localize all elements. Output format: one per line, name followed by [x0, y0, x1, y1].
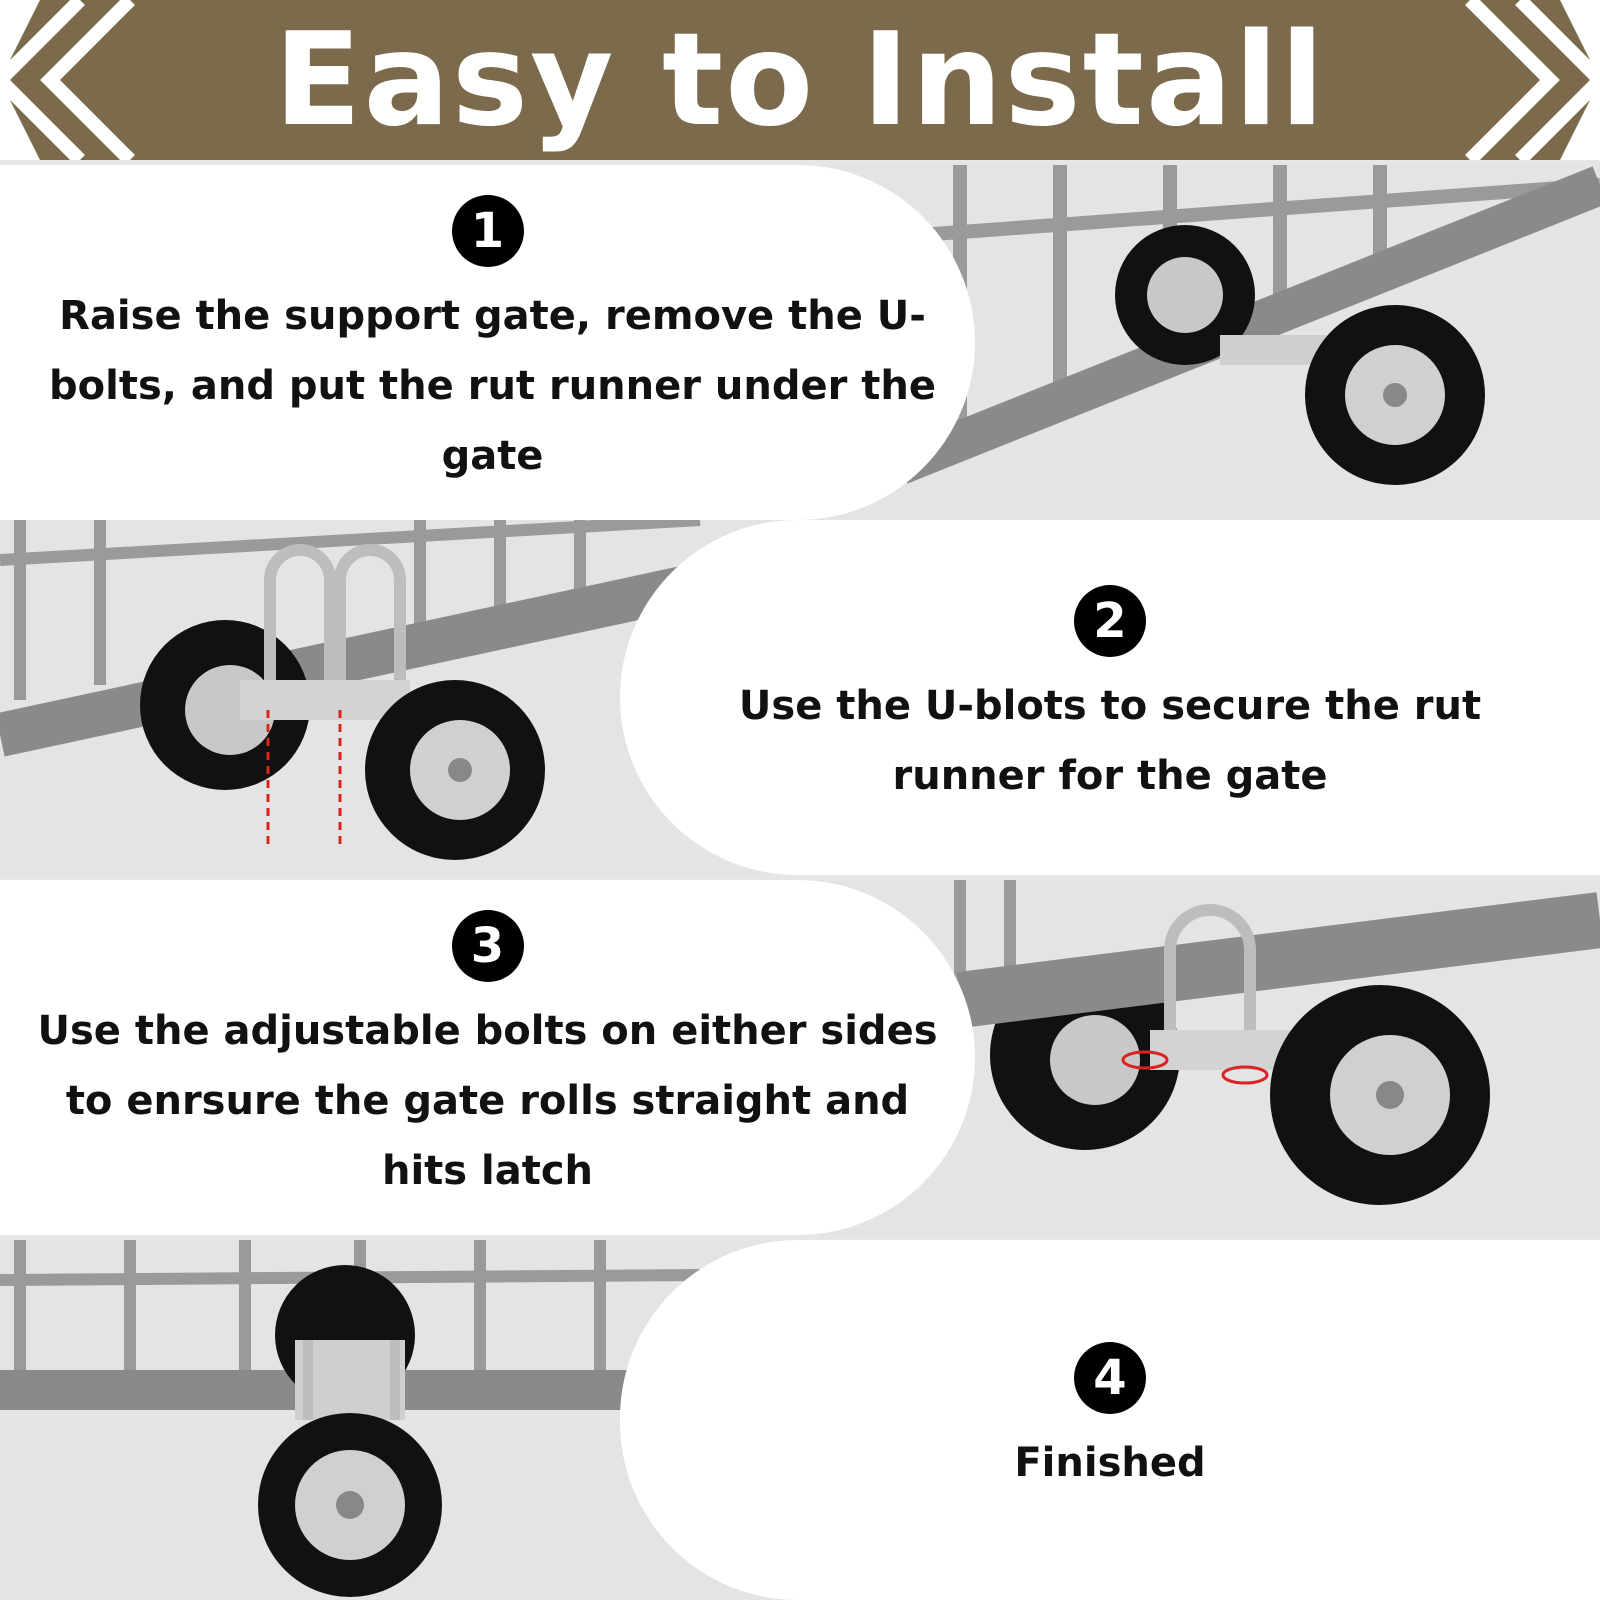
step-card-4: 4 Finished	[620, 1240, 1600, 1600]
step-number-badge: 4	[1074, 1342, 1146, 1414]
step-panel-2: 2 Use the U-blots to secure the rut runn…	[0, 520, 1600, 875]
finished-gate-illustration	[0, 1240, 701, 1597]
page-title: Easy to Install	[274, 5, 1326, 155]
step-panel-1: 1 Raise the support gate, remove the U-b…	[0, 165, 1600, 520]
step-card-1: 1 Raise the support gate, remove the U-b…	[0, 165, 975, 520]
title-banner: Easy to Install	[0, 0, 1600, 160]
step-instruction: Raise the support gate, remove the U-bol…	[49, 292, 936, 479]
banner-background	[0, 0, 1600, 160]
step-instruction: Finished	[1014, 1440, 1206, 1486]
step-card-3: 3 Use the adjustable bolts on either sid…	[0, 880, 975, 1235]
step-instruction: Use the adjustable bolts on either sides…	[37, 1007, 938, 1194]
step-card-2: 2 Use the U-blots to secure the rut runn…	[620, 520, 1600, 875]
gate-wheel-illustration	[892, 165, 1600, 485]
step-number-badge: 1	[451, 194, 524, 267]
step-number-badge: 2	[1074, 584, 1146, 657]
step-panel-4: 4 Finished	[0, 1240, 1600, 1600]
adjustable-bolts-illustration	[954, 880, 1600, 1205]
step-panel-3: 3 Use the adjustable bolts on either sid…	[0, 880, 1600, 1235]
u-bolt-illustration	[0, 520, 725, 860]
step-number-badge: 3	[451, 909, 524, 982]
step-instruction: Use the U-blots to secure the rut runner…	[738, 682, 1482, 799]
